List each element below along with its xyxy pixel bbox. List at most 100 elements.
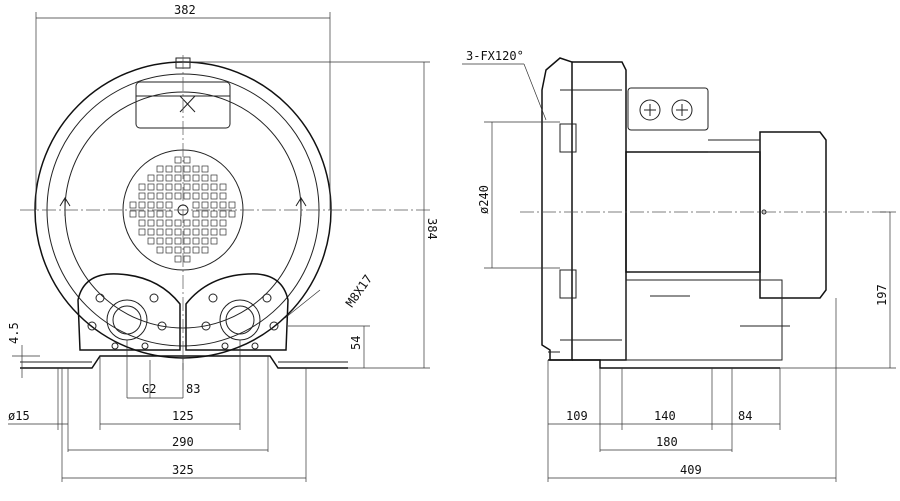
cable-gland-2-icon: [671, 99, 693, 121]
grid-cell: [201, 174, 209, 182]
grid-cell: [183, 228, 191, 236]
dim-base-width: 325: [172, 463, 194, 477]
grid-cell: [174, 165, 182, 173]
dim-front-width: 382: [174, 3, 196, 17]
dim-axis-height: 197: [875, 284, 889, 306]
dim-side-length: 409: [680, 463, 702, 477]
grid-cell: [210, 228, 218, 236]
grid-cell: [201, 228, 209, 236]
grid-cell: [174, 255, 182, 263]
grid-cell: [183, 156, 191, 164]
grid-cell: [147, 237, 155, 245]
flange-bolts-label: 3-FX120°: [466, 49, 524, 63]
bolt-boss-top: [559, 123, 577, 153]
grid-cell: [192, 174, 200, 182]
housing-side: [541, 57, 573, 361]
grid-cell: [183, 219, 191, 227]
grid-cell: [156, 174, 164, 182]
grid-cell: [165, 183, 173, 191]
grid-cell: [219, 192, 227, 200]
grid-cell: [165, 246, 173, 254]
grid-cell: [201, 210, 209, 218]
grid-cell: [174, 246, 182, 254]
grid-cell: [147, 174, 155, 182]
grid-cell: [192, 210, 200, 218]
grid-cell: [210, 237, 218, 245]
grid-cell: [165, 210, 173, 218]
grid-cell: [210, 210, 218, 218]
grid-cell: [156, 183, 164, 191]
grid-cell: [156, 210, 164, 218]
grid-cell: [192, 183, 200, 191]
grid-cell: [165, 219, 173, 227]
grid-cell: [183, 165, 191, 173]
grid-cell: [192, 237, 200, 245]
side-terminal-box: [627, 87, 709, 131]
grid-cell: [147, 192, 155, 200]
grid-cell: [201, 192, 209, 200]
grid-cell: [174, 237, 182, 245]
grid-cell: [192, 192, 200, 200]
side-view: [520, 57, 890, 369]
grid-cell: [210, 192, 218, 200]
grid-cell: [165, 165, 173, 173]
grid-cell: [201, 219, 209, 227]
dim-side-mount-spacing: 140: [654, 409, 676, 423]
grid-cell: [147, 183, 155, 191]
dim-side-offset: 109: [566, 409, 588, 423]
grid-cell: [138, 219, 146, 227]
grid-cell: [165, 228, 173, 236]
grid-cell: [156, 165, 164, 173]
side-base: [548, 359, 780, 369]
dim-front-height: 384: [425, 218, 439, 240]
rotation-arrow-left-icon: [59, 197, 71, 216]
grid-cell: [138, 201, 146, 209]
dim-outlet-height: 54: [349, 336, 363, 350]
motor-fan-cover: [759, 131, 827, 299]
grid-cell: [156, 228, 164, 236]
outlet-flange: [185, 273, 289, 351]
grid-cell: [183, 237, 191, 245]
grid-cell: [147, 201, 155, 209]
grid-cell: [138, 228, 146, 236]
grid-cell: [210, 219, 218, 227]
grid-cell: [210, 201, 218, 209]
grid-cell: [129, 210, 137, 218]
flange-bolt-holes: [87, 293, 279, 350]
grid-cell: [219, 210, 227, 218]
grid-cell: [201, 237, 209, 245]
grid-cell: [219, 183, 227, 191]
grid-cell: [174, 174, 182, 182]
grid-cell: [192, 201, 200, 209]
dim-foot-thickness: 4.5: [7, 322, 21, 344]
grid-cell: [174, 228, 182, 236]
dim-side-base: 180: [656, 435, 678, 449]
grid-cell: [192, 165, 200, 173]
grid-cell: [192, 246, 200, 254]
grid-cell: [174, 156, 182, 164]
inlet-flange: [77, 273, 181, 351]
dim-side-rear: 84: [738, 409, 752, 423]
grid-cell: [174, 192, 182, 200]
grid-cell: [138, 210, 146, 218]
dim-hole-dia: ø15: [8, 409, 30, 423]
dim-inlet-dia: ø240: [477, 185, 491, 214]
grid-cell: [201, 246, 209, 254]
grid-cell: [174, 183, 182, 191]
front-view: [20, 55, 430, 370]
dim-flange-thread: G2: [142, 382, 156, 396]
grid-cell: [183, 174, 191, 182]
grid-cell: [156, 237, 164, 245]
grid-cell: [129, 201, 137, 209]
grid-cell: [165, 174, 173, 182]
grid-cell: [192, 219, 200, 227]
grid-cell: [210, 174, 218, 182]
grid-cell: [210, 183, 218, 191]
grid-cell: [201, 183, 209, 191]
grid-cell: [165, 201, 173, 209]
grid-cell: [165, 237, 173, 245]
grid-cell: [183, 183, 191, 191]
grid-cell: [156, 219, 164, 227]
dim-port-spacing: 83: [186, 382, 200, 396]
